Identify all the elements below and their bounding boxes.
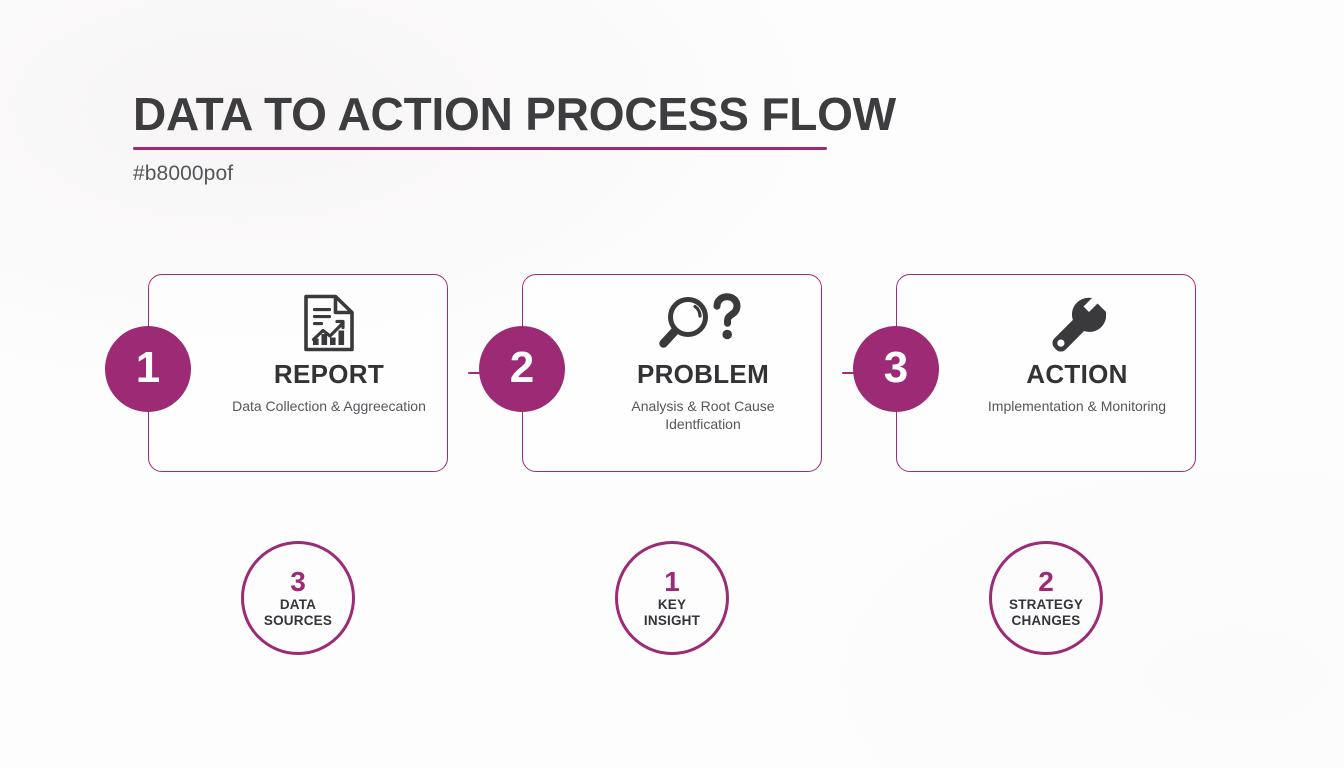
step-number-badge-3: 3 [853,326,939,412]
wrench-icon [1048,292,1106,354]
process-step-report[interactable]: 1 [105,274,448,472]
step-description-2: Analysis & Root Cause Identfication [631,398,775,432]
header: DATA TO ACTION PROCESS FLOW #b8000pof [133,86,896,187]
stat-circle-strategy-changes: 2 STRATEGY CHANGES [989,541,1103,655]
stat-value-1: 3 [290,566,306,597]
step-number-badge-2: 2 [479,326,565,412]
stat-value-3: 2 [1038,566,1054,597]
step-card-3 [896,274,1196,472]
stat-slot-1: 3 DATA SOURCES [148,538,448,658]
step-body-1: REPORT Data Collection & Aggreecation [210,274,448,472]
stat-label-3: STRATEGY CHANGES [1008,597,1084,628]
magnifier-question-icon [657,292,749,354]
process-step-problem[interactable]: 2 PROBLEM Analysis & Root Cause Identfic… [479,274,822,472]
step-body-2: PROBLEM Analysis & Root Cause Identficat… [584,274,822,472]
step-description-1: Data Collection & Aggreecation [232,398,426,414]
step-label-1: REPORT [273,359,385,389]
stat-value-2: 1 [664,566,680,597]
stat-label-2: KEY INSIGHT [643,597,701,628]
process-steps-row: 1 [0,274,1344,472]
stat-slot-2: 1 KEY INSIGHT [522,538,822,658]
stat-circles-row: 3 DATA SOURCES 1 KEY INSIGHT 2 STRATEGY … [0,538,1344,658]
stat-circle-data-sources: 3 DATA SOURCES [241,541,355,655]
stat-slot-3: 2 STRATEGY CHANGES [896,538,1196,658]
page-subtitle: #b8000pof [133,162,234,185]
step-description-3: Implementation & Monitoring [987,398,1167,414]
step-number-badge-1: 1 [105,326,191,412]
page-title: DATA TO ACTION PROCESS FLOW [133,88,896,140]
stat-circle-key-insight: 1 KEY INSIGHT [615,541,729,655]
step-label-2: PROBLEM [636,359,770,389]
step-card-2 [522,274,822,472]
step-card-1 [148,274,448,472]
step-body-3: ACTION Implementation & Monitoring [958,274,1196,472]
step-label-3: ACTION [1026,359,1128,389]
process-step-action[interactable]: 3 ACTION Implementation & Monitoring [853,274,1196,472]
stat-label-1: DATA SOURCES [263,597,333,628]
title-underline-rule [133,147,827,150]
report-document-chart-icon [302,292,356,354]
